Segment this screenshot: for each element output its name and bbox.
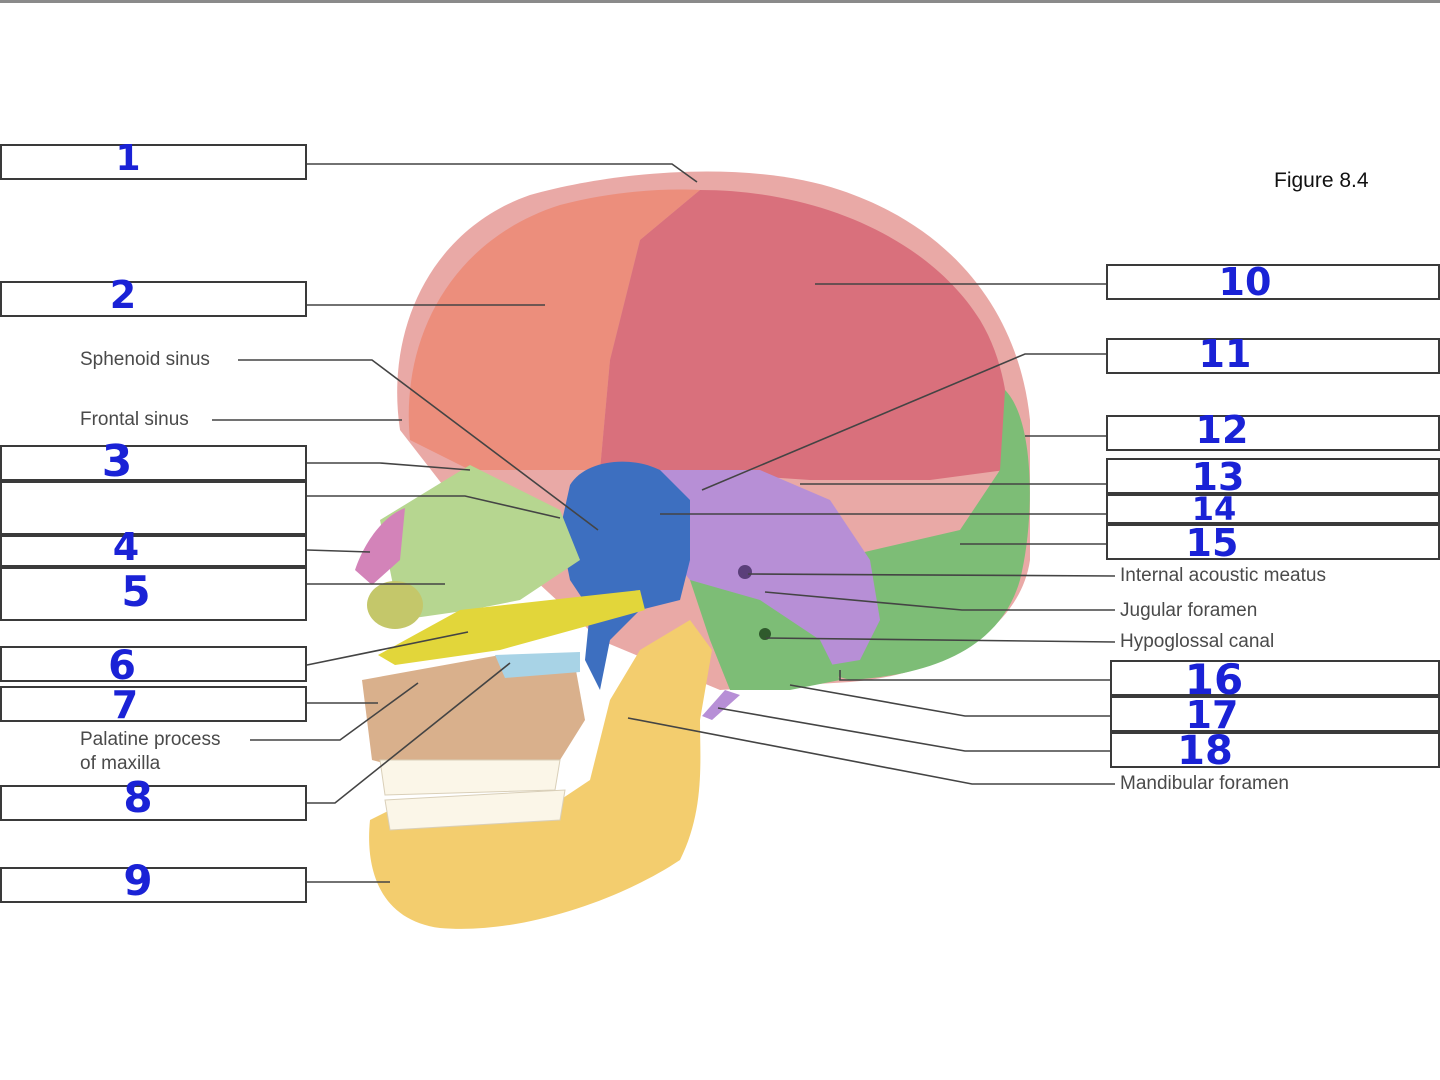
handwritten-18: 18: [1177, 728, 1233, 774]
figure-title: Figure 8.4: [1274, 169, 1369, 192]
answer-box-9[interactable]: [0, 867, 307, 903]
label-hypoglossal-canal: Hypoglossal canal: [1120, 631, 1275, 652]
label-mandibular-foramen: Mandibular foramen: [1120, 773, 1289, 794]
leader-11: [701, 353, 1106, 491]
handwritten-7: 7: [111, 683, 139, 727]
answer-box-17[interactable]: [1110, 696, 1440, 732]
answer-box-15[interactable]: [1106, 524, 1440, 560]
nasal-concha: [367, 581, 423, 629]
handwritten-8: 8: [123, 773, 153, 822]
leader-hypoglossal: [765, 637, 1116, 643]
maxilla: [362, 655, 585, 780]
handwritten-1: 1: [115, 138, 141, 179]
answer-box-1[interactable]: [0, 144, 307, 180]
leader-extra: [307, 495, 561, 519]
ethmoid-bone: [380, 465, 580, 620]
answer-box-18[interactable]: [1110, 732, 1440, 768]
answer-box-3[interactable]: [0, 445, 307, 481]
handwritten-6: 6: [108, 643, 136, 689]
answer-box-4[interactable]: [0, 535, 307, 567]
parietal-bone: [600, 190, 1009, 480]
answer-box-unlabeled[interactable]: [0, 481, 307, 535]
leader-18: [717, 707, 1110, 752]
handwritten-2: 2: [109, 273, 137, 317]
answer-box-11[interactable]: [1106, 338, 1440, 374]
handwritten-16: 16: [1184, 655, 1244, 704]
leader-lines-left: [212, 163, 698, 883]
leader-1: [307, 163, 698, 183]
answer-box-6[interactable]: [0, 646, 307, 682]
mandible: [369, 620, 712, 929]
answer-box-16[interactable]: [1110, 660, 1440, 696]
vomer: [378, 590, 645, 665]
handwritten-12: 12: [1195, 408, 1249, 452]
answer-box-7[interactable]: [0, 686, 307, 722]
handwritten-10: 10: [1218, 260, 1272, 304]
label-sphenoid-sinus: Sphenoid sinus: [80, 349, 210, 370]
leader-jugular: [764, 591, 1115, 611]
temporal-bone: [640, 470, 880, 670]
label-frontal-sinus: Frontal sinus: [80, 409, 189, 430]
answer-box-2[interactable]: [0, 281, 307, 317]
upper-teeth: [379, 759, 561, 796]
leader-16: [839, 670, 1110, 681]
leader-6: [306, 631, 469, 666]
leader-lines-right: [627, 283, 1116, 785]
answer-box-8[interactable]: [0, 785, 307, 821]
label-palatine-process-line2: of maxilla: [80, 753, 161, 774]
styloid-process: [702, 690, 740, 720]
leader-mandibular: [627, 717, 1115, 785]
answer-box-13[interactable]: [1106, 458, 1440, 494]
leader-internal-acoustic: [747, 573, 1116, 577]
lower-teeth: [384, 789, 566, 831]
nasal-bone: [355, 508, 405, 585]
frontal-bone: [408, 189, 700, 470]
leader-4: [306, 549, 371, 553]
handwritten-3: 3: [101, 436, 133, 487]
leader-3: [307, 462, 471, 471]
palatine-bone: [495, 652, 580, 678]
handwritten-17: 17: [1185, 693, 1239, 737]
leader-palatine: [250, 682, 419, 741]
handwritten-4: 4: [112, 525, 140, 569]
handwritten-15: 15: [1185, 521, 1239, 565]
handwritten-14: 14: [1191, 490, 1237, 528]
handwritten-11: 11: [1198, 332, 1252, 376]
sphenoid-bone: [560, 461, 690, 690]
leader-8: [307, 662, 511, 804]
handwritten-5: 5: [121, 567, 151, 616]
top-rule: [0, 0, 1440, 3]
answer-box-10[interactable]: [1106, 264, 1440, 300]
label-palatine-process-line1: Palatine process: [80, 729, 221, 750]
hypoglossal-canal-mark: [759, 628, 771, 640]
leader-17: [789, 684, 1110, 717]
label-internal-acoustic-meatus: Internal acoustic meatus: [1120, 565, 1326, 586]
internal-acoustic-meatus-mark: [738, 565, 752, 579]
answer-box-12[interactable]: [1106, 415, 1440, 451]
answer-box-14[interactable]: [1106, 494, 1440, 524]
handwritten-13: 13: [1191, 455, 1245, 499]
label-jugular-foramen: Jugular foramen: [1120, 600, 1258, 621]
leader-sphenoid-sinus: [238, 359, 599, 531]
answer-box-5[interactable]: [0, 567, 307, 621]
handwritten-9: 9: [123, 856, 153, 905]
